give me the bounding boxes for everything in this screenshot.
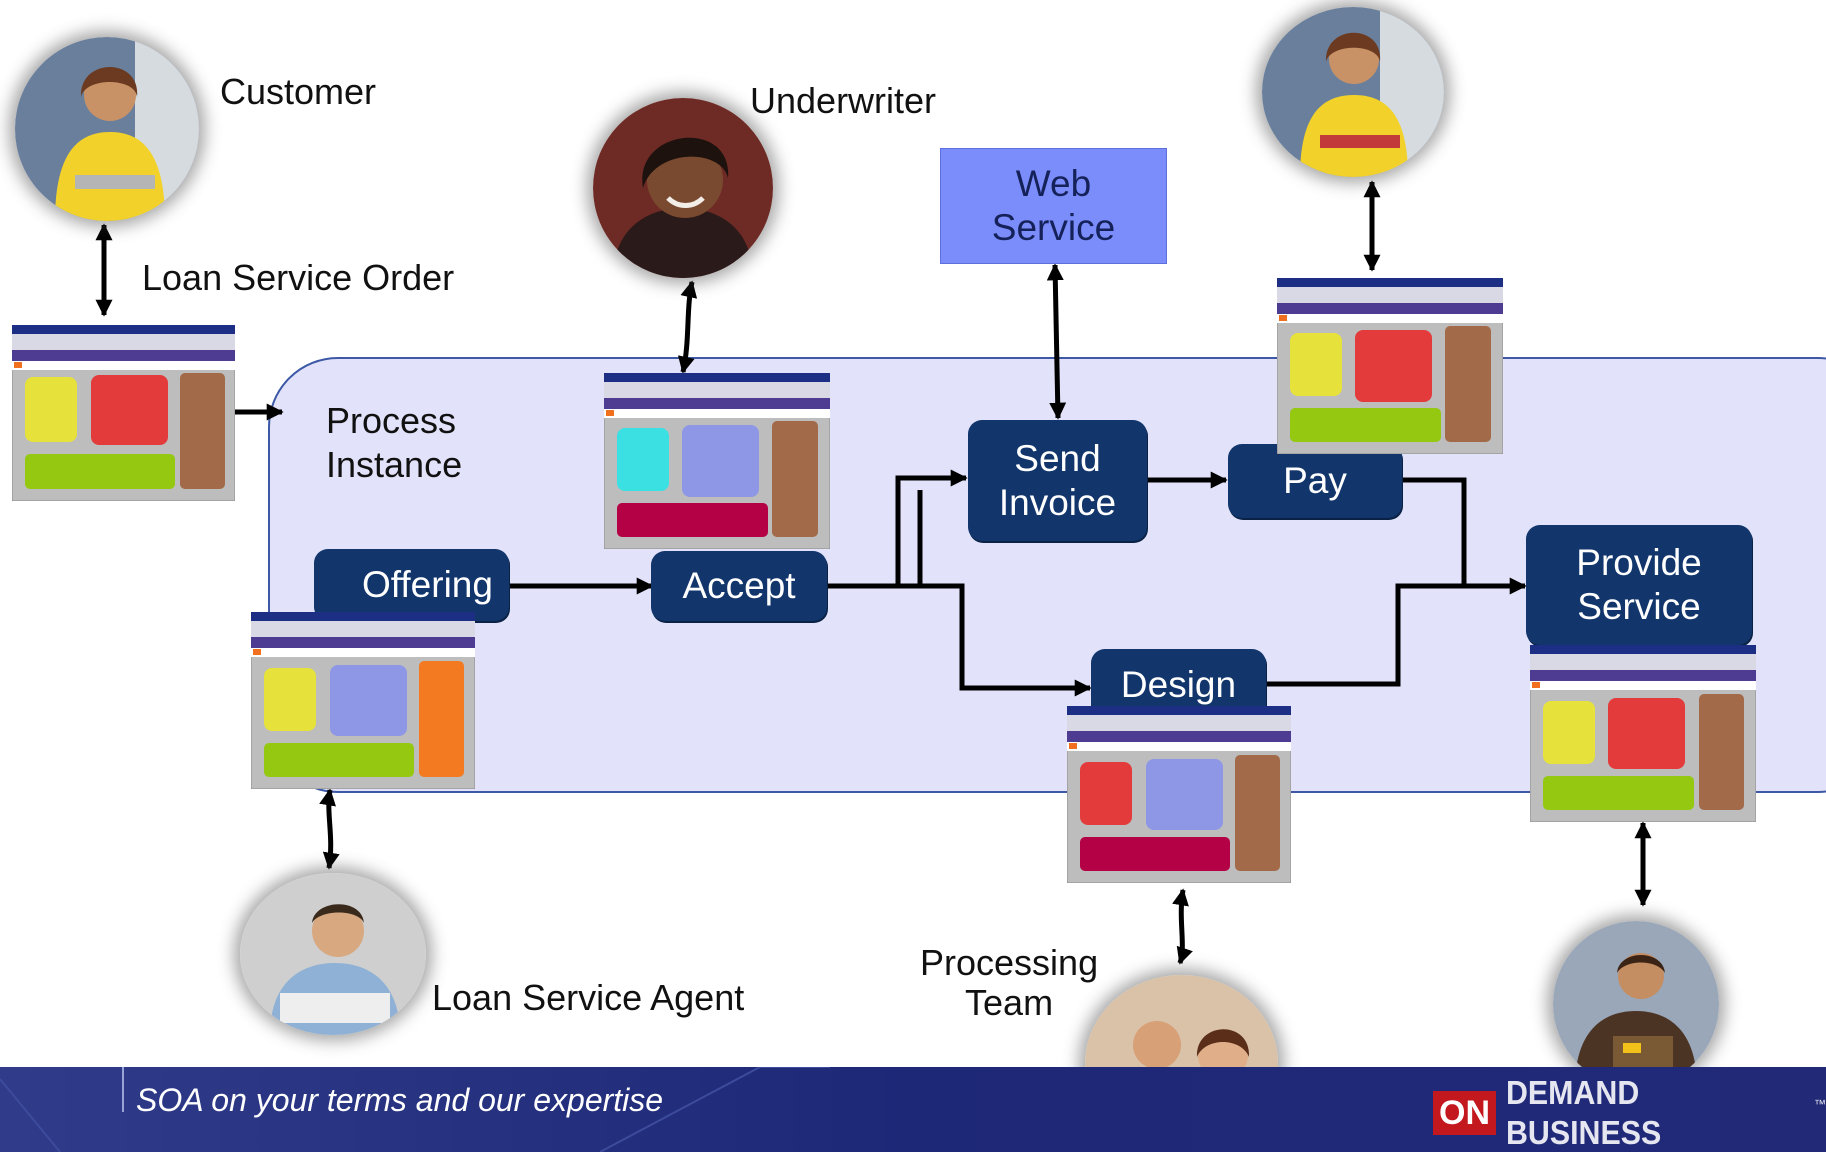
step-accept-label: Accept — [682, 565, 796, 606]
footer-bar — [0, 1066, 1826, 1152]
screen-order[interactable] — [11, 324, 236, 502]
arrow-accept-invoice-b — [898, 490, 923, 589]
web-service-label: Web Service — [991, 163, 1116, 248]
customer-avatar — [15, 37, 199, 221]
screen-design[interactable] — [1066, 705, 1292, 884]
arrow-pay-provide — [1402, 477, 1527, 595]
arrow-design-provide — [1265, 583, 1464, 687]
underwriter-label: Underwriter — [750, 80, 937, 121]
arrow-agent-offering — [319, 788, 340, 870]
step-send-invoice[interactable]: Send Invoice — [968, 420, 1147, 541]
arrow-accept-design — [898, 583, 1092, 697]
step-design-label: Design — [1120, 664, 1237, 705]
underwriter-avatar — [593, 98, 773, 278]
step-offering[interactable]: Offering — [314, 549, 509, 621]
loan-service-agent-label: Loan Service Agent — [432, 977, 745, 1018]
arrow-team-design — [1172, 888, 1193, 965]
web-service-box[interactable]: Web Service — [940, 148, 1167, 264]
loan-service-agent-avatar — [240, 873, 426, 1035]
process-instance-label: Process Instance — [326, 400, 463, 485]
step-send-invoice-label: Send Invoice — [998, 437, 1117, 523]
step-pay-label: Pay — [1283, 460, 1347, 501]
logo-on-badge: ON — [1433, 1091, 1496, 1135]
arrow-webservice-invoice — [1046, 263, 1067, 420]
screen-offering[interactable] — [250, 611, 476, 790]
logo-text: DEMAND BUSINESS — [1506, 1074, 1662, 1151]
arrow-accept-invoice-a — [826, 469, 968, 589]
on-demand-business-logo: ON DEMAND BUSINESS ™ — [1433, 1074, 1826, 1151]
step-provide-service[interactable]: Provide Service — [1526, 525, 1752, 645]
loan-service-order-label: Loan Service Order — [142, 257, 455, 298]
customer-label: Customer — [220, 71, 377, 112]
processing-team-label: Processing Team — [920, 942, 1099, 1023]
delivery-person-avatar — [1553, 921, 1719, 1087]
screen-pay[interactable] — [1276, 277, 1504, 455]
screen-accept[interactable] — [603, 372, 831, 550]
footer-tagline: SOA on your terms and our expertise — [136, 1082, 664, 1118]
logo-trademark: ™ — [1814, 1097, 1826, 1111]
step-accept[interactable]: Accept — [651, 551, 827, 621]
customer-avatar-2 — [1262, 7, 1444, 177]
arrow-underwriter-accept — [677, 280, 698, 374]
screen-provide-service[interactable] — [1529, 644, 1757, 823]
step-offering-label: Offering — [362, 564, 493, 605]
step-provide-service-label: Provide Service — [1576, 542, 1702, 627]
step-pay[interactable]: Pay — [1228, 444, 1402, 518]
